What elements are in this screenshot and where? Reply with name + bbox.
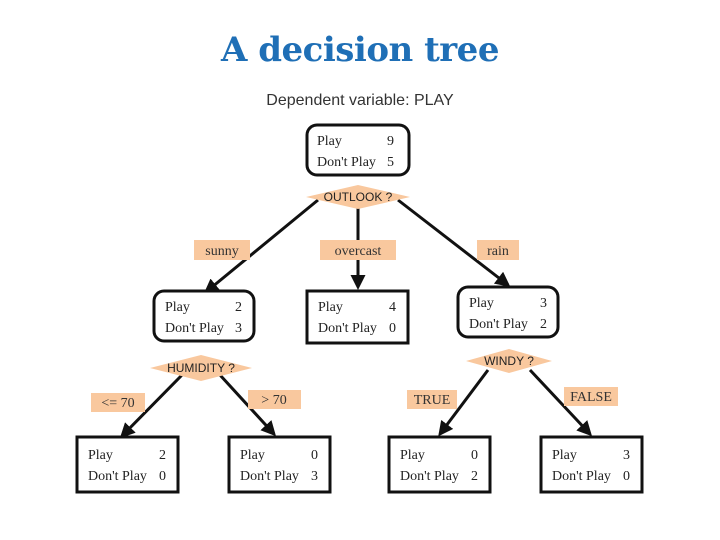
branch-tag-overcast: overcast xyxy=(320,240,396,260)
branch-label: TRUE xyxy=(414,393,451,408)
node-label: Don't Play xyxy=(165,321,224,336)
node-count: 0 xyxy=(623,469,630,484)
branch-tag-rain: rain xyxy=(477,240,519,260)
node-count: 4 xyxy=(389,300,396,315)
node-label: Don't Play xyxy=(88,469,147,484)
node-label: Don't Play xyxy=(317,155,376,170)
branch-label: overcast xyxy=(335,244,382,259)
node-count: 3 xyxy=(311,469,318,484)
node-count: 3 xyxy=(540,296,547,311)
node-count: 9 xyxy=(387,134,394,149)
node-count: 3 xyxy=(623,448,630,463)
node-label: Play xyxy=(318,300,343,315)
node-count: 5 xyxy=(387,155,394,170)
node-label: Play xyxy=(400,448,425,463)
branch-tag-true: TRUE xyxy=(407,390,457,409)
node-label: Play xyxy=(88,448,113,463)
node-label: Play xyxy=(552,448,577,463)
node-label: Play xyxy=(317,134,342,149)
node-count: 2 xyxy=(471,469,478,484)
split-label: HUMIDITY ? xyxy=(167,361,235,375)
node-label: Don't Play xyxy=(318,321,377,336)
node-label: Don't Play xyxy=(400,469,459,484)
leaf-humidity-low: Play 2 Don't Play 0 xyxy=(75,435,180,494)
split-label: OUTLOOK ? xyxy=(324,190,393,204)
node-count: 0 xyxy=(159,469,166,484)
page-title: A decision tree xyxy=(221,30,499,70)
branch-label: > 70 xyxy=(261,393,286,408)
split-outlook: OUTLOOK ? xyxy=(306,185,410,209)
node-count: 0 xyxy=(311,448,318,463)
branch-tag-le70: <= 70 xyxy=(91,393,145,412)
node-count: 2 xyxy=(235,300,242,315)
node-label: Don't Play xyxy=(552,469,611,484)
branch-label: sunny xyxy=(205,244,238,259)
edge-sunny-low xyxy=(119,373,184,439)
node-count: 2 xyxy=(159,448,166,463)
edge-root-sunny xyxy=(203,198,319,294)
branch-tag-false: FALSE xyxy=(564,387,618,406)
branch-label: FALSE xyxy=(570,390,612,405)
node-overcast: Play 4 Don't Play 0 xyxy=(305,289,410,345)
branch-label: rain xyxy=(487,244,509,259)
node-count: 3 xyxy=(235,321,242,336)
split-windy: WINDY ? xyxy=(466,349,552,373)
node-root: Play 9 Don't Play 5 xyxy=(305,123,411,177)
node-count: 2 xyxy=(540,317,547,332)
dependent-variable-label: Dependent variable: PLAY xyxy=(266,92,454,109)
branch-label: <= 70 xyxy=(101,396,134,411)
node-rain: Play 3 Don't Play 2 xyxy=(456,285,560,339)
edge-rain-true xyxy=(438,369,490,437)
leaf-windy-true: Play 0 Don't Play 2 xyxy=(387,435,492,494)
branch-tag-sunny: sunny xyxy=(194,240,250,260)
split-label: WINDY ? xyxy=(484,354,534,368)
edge-sunny-high xyxy=(218,373,277,437)
edge-root-rain xyxy=(397,198,511,287)
branch-tag-gt70: > 70 xyxy=(248,390,301,409)
leaf-windy-false: Play 3 Don't Play 0 xyxy=(539,435,644,494)
node-label: Play xyxy=(165,300,190,315)
node-label: Don't Play xyxy=(240,469,299,484)
leaf-humidity-high: Play 0 Don't Play 3 xyxy=(227,435,332,494)
node-sunny: Play 2 Don't Play 3 xyxy=(152,289,256,343)
edge-rain-false xyxy=(528,368,593,437)
node-label: Don't Play xyxy=(469,317,528,332)
node-label: Play xyxy=(469,296,494,311)
node-count: 0 xyxy=(471,448,478,463)
node-count: 0 xyxy=(389,321,396,336)
split-humidity: HUMIDITY ? xyxy=(150,355,252,381)
node-label: Play xyxy=(240,448,265,463)
